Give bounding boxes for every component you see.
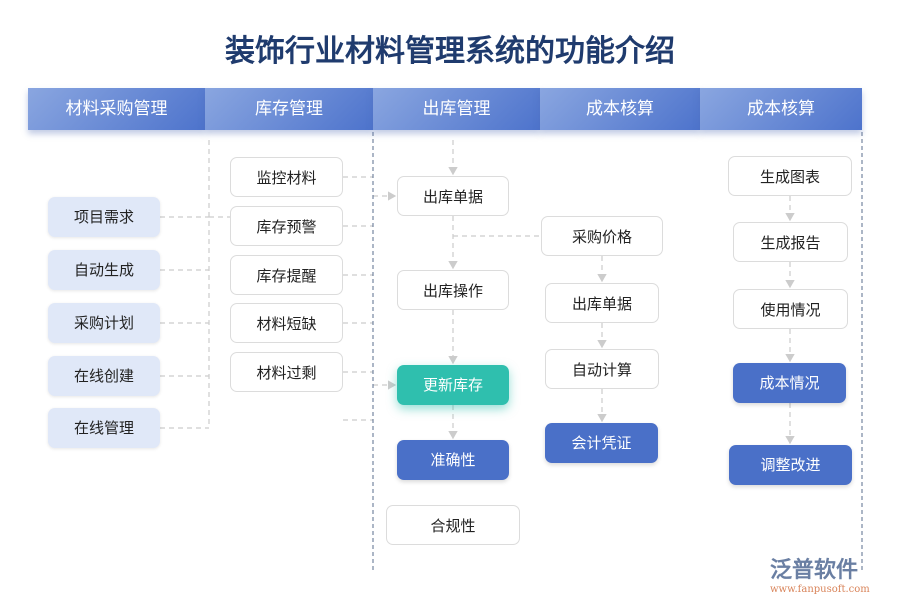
node-project-demand: 项目需求	[48, 197, 160, 237]
node-adjust-improve: 调整改进	[729, 445, 852, 485]
node-update-stock: 更新库存	[397, 365, 509, 405]
header-material-purchase: 材料采购管理	[28, 88, 205, 130]
node-compliance: 合规性	[386, 505, 520, 545]
node-accuracy: 准确性	[397, 440, 509, 480]
node-outbound-doc-2: 出库单据	[545, 283, 659, 323]
node-material-surplus: 材料过剩	[230, 352, 343, 392]
node-outbound-operation: 出库操作	[397, 270, 509, 310]
header-inventory: 库存管理	[205, 88, 373, 130]
logo-name: 泛普软件	[770, 558, 859, 583]
node-accounting-voucher: 会计凭证	[545, 423, 658, 463]
header-cost-accounting-2: 成本核算	[700, 88, 862, 130]
node-material-shortage: 材料短缺	[230, 303, 343, 343]
node-usage: 使用情况	[733, 289, 848, 329]
header-cost-accounting: 成本核算	[540, 88, 700, 130]
node-generate-chart: 生成图表	[728, 156, 852, 196]
header-outbound: 出库管理	[373, 88, 540, 130]
node-online-create: 在线创建	[48, 356, 160, 396]
node-purchase-plan: 采购计划	[48, 303, 160, 343]
logo-url: www.fanpusoft.com	[770, 584, 870, 595]
node-purchase-price: 采购价格	[541, 216, 663, 256]
node-monitor-material: 监控材料	[230, 157, 343, 197]
logo: 泛普软件 www.fanpusoft.com	[770, 552, 870, 595]
node-online-manage: 在线管理	[48, 408, 160, 448]
node-outbound-doc: 出库单据	[397, 176, 509, 216]
node-auto-generate: 自动生成	[48, 250, 160, 290]
node-stock-alert: 库存预警	[230, 206, 343, 246]
node-generate-report: 生成报告	[733, 222, 848, 262]
node-stock-reminder: 库存提醒	[230, 255, 343, 295]
page-title: 装饰行业材料管理系统的功能介绍	[225, 34, 675, 69]
node-auto-calc: 自动计算	[545, 349, 659, 389]
node-cost-status: 成本情况	[733, 363, 846, 403]
